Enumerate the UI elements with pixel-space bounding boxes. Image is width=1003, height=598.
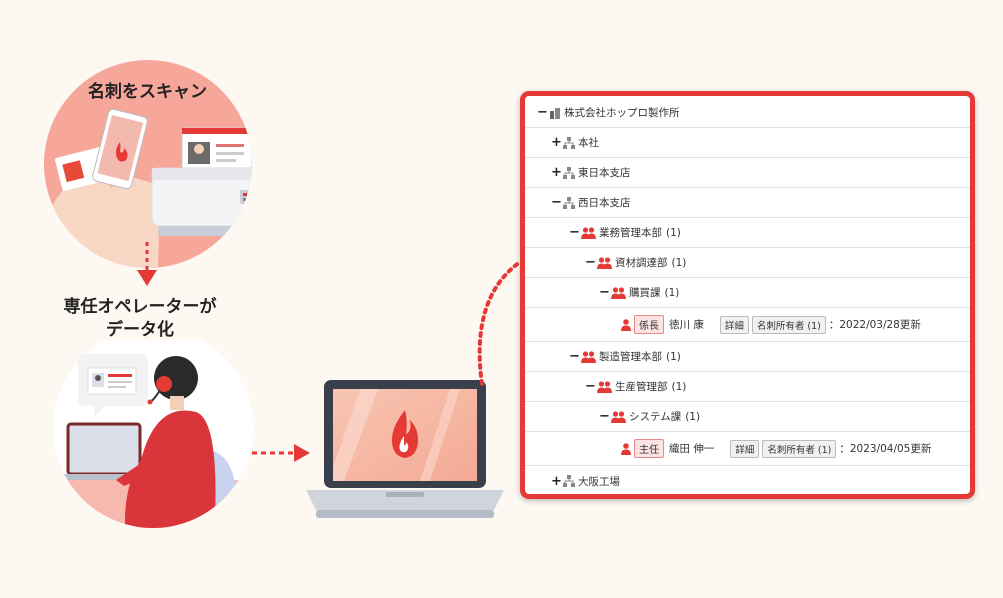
branch-icon	[563, 166, 575, 179]
dept-name: 業務管理本部	[599, 227, 662, 239]
tree-row-honsha[interactable]: + 本社	[525, 128, 970, 158]
hoppro-laptop-icon	[306, 380, 504, 518]
updated-date: ：2022/03/28更新	[828, 319, 921, 331]
person-name[interactable]: 徳川 康	[669, 319, 704, 331]
detail-button[interactable]: 詳細	[719, 315, 749, 334]
operator-laptop-icon	[62, 422, 146, 480]
group-icon	[597, 256, 612, 269]
dept-count: (1)	[671, 256, 687, 269]
smartphone-icon	[92, 108, 160, 268]
org-tree-panel: − 株式会社ホップロ製作所 + 本社 + 東日本支店 − 西日本支店 −	[520, 91, 975, 499]
branch-icon	[563, 196, 575, 209]
scan-caption: 名刺をスキャン	[88, 82, 207, 102]
flame-logo-icon	[392, 410, 418, 458]
dept-name: システム課	[629, 411, 682, 423]
building-icon	[550, 107, 560, 119]
right-arrow-icon	[252, 444, 310, 462]
dept-name: 購買課	[629, 287, 661, 299]
connector-dots	[477, 260, 522, 386]
card-owner-button[interactable]: 名刺所有者 (1)	[762, 439, 837, 458]
dept-name: 資材調達部	[615, 257, 668, 269]
collapse-icon[interactable]: −	[569, 225, 580, 240]
role-badge: 係長	[634, 315, 664, 334]
dept-count: (1)	[671, 380, 687, 393]
branch-icon	[563, 136, 575, 149]
collapse-icon[interactable]: −	[537, 105, 548, 120]
tree-row-nishi[interactable]: − 西日本支店	[525, 188, 970, 218]
person-icon	[621, 318, 631, 331]
tree-row-shizai[interactable]: − 資材調達部 (1)	[525, 248, 970, 278]
branch-name: 大阪工場	[578, 475, 620, 488]
branch-name: 本社	[578, 137, 599, 149]
expand-icon[interactable]: +	[551, 135, 562, 150]
updated-date: ：2023/04/05更新	[839, 443, 932, 455]
speech-bubble-card-icon	[78, 354, 148, 418]
branch-name: 西日本支店	[578, 197, 631, 209]
branch-name: 東日本支店	[578, 167, 631, 179]
tree-row-seisan[interactable]: − 生産管理部 (1)	[525, 372, 970, 402]
tree-row-person-oda[interactable]: 主任 織田 伸一 詳細 名刺所有者 (1) ：2023/04/05更新	[525, 432, 970, 466]
tree-row-company[interactable]: − 株式会社ホップロ製作所	[525, 98, 970, 128]
operator-caption-line1: 専任オペレーターが	[63, 297, 217, 317]
person-icon	[621, 442, 631, 455]
group-icon	[611, 410, 626, 423]
person-name[interactable]: 織田 伸一	[669, 443, 715, 455]
operator-illustration	[53, 340, 253, 528]
collapse-icon[interactable]: −	[585, 255, 596, 270]
group-icon	[611, 286, 626, 299]
expand-icon[interactable]: +	[551, 473, 562, 489]
dept-count: (1)	[685, 410, 701, 423]
group-icon	[581, 226, 596, 239]
card-owner-button[interactable]: 名刺所有者 (1)	[751, 315, 826, 334]
tree-row-system[interactable]: − システム課 (1)	[525, 402, 970, 432]
company-name: 株式会社ホップロ製作所	[564, 107, 680, 119]
tree-row-gyomu[interactable]: − 業務管理本部 (1)	[525, 218, 970, 248]
dept-count: (1)	[664, 286, 680, 299]
branch-icon	[563, 475, 575, 487]
dept-count: (1)	[666, 350, 681, 363]
tree-row-higashi[interactable]: + 東日本支店	[525, 158, 970, 188]
expand-icon[interactable]: +	[551, 165, 562, 180]
tree-row-person-tokugawa[interactable]: 係長 徳川 康 詳細 名刺所有者 (1) ：2022/03/28更新	[525, 308, 970, 342]
dept-name: 製造管理本部	[599, 351, 662, 363]
collapse-icon[interactable]: −	[599, 285, 610, 300]
collapse-icon[interactable]: −	[551, 195, 562, 210]
operator-caption-line2: データ化	[106, 320, 174, 340]
hand-card-icon	[50, 147, 120, 268]
tree-row-kobai[interactable]: − 購買課 (1)	[525, 278, 970, 308]
collapse-icon[interactable]: −	[585, 379, 596, 394]
dept-count: (1)	[666, 226, 681, 239]
tree-row-seizo[interactable]: − 製造管理本部 (1)	[525, 342, 970, 372]
collapse-icon[interactable]: −	[599, 409, 610, 424]
group-icon	[581, 350, 596, 363]
dept-name: 生産管理部	[615, 381, 668, 393]
role-badge: 主任	[634, 439, 664, 458]
scan-illustration	[44, 60, 252, 268]
group-icon	[597, 380, 612, 393]
detail-button[interactable]: 詳細	[730, 439, 760, 458]
collapse-icon[interactable]: −	[569, 349, 580, 364]
tree-row-osaka[interactable]: + 大阪工場	[525, 466, 970, 496]
down-arrow-icon	[137, 242, 157, 286]
